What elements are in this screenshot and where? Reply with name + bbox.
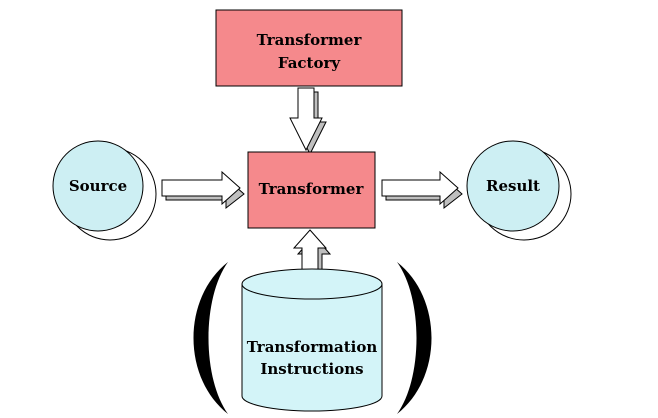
instructions-label-line1: Transformation — [247, 338, 378, 356]
transformer-label: Transformer — [259, 180, 365, 198]
source-label: Source — [69, 177, 127, 195]
result-node: Result — [466, 140, 572, 241]
factory-label-line2: Factory — [278, 54, 342, 72]
right-parenthesis — [397, 262, 432, 414]
factory-box — [215, 9, 403, 87]
result-label: Result — [486, 177, 540, 195]
transformer-node: Transformer — [247, 151, 376, 229]
transformer-box — [247, 151, 376, 229]
left-parenthesis — [193, 262, 228, 414]
arrow-source-to-transformer — [161, 170, 245, 210]
factory-node: Transformer Factory — [215, 9, 403, 87]
result-circle — [466, 140, 560, 232]
instructions-label-line2: Instructions — [260, 360, 363, 378]
factory-label-line1: Transformer — [257, 31, 363, 49]
source-node: Source — [52, 140, 157, 241]
instructions-cylinder-body — [241, 283, 383, 412]
arrow-factory-to-transformer — [289, 87, 327, 156]
instructions-node: Transformation Instructions — [241, 268, 383, 412]
source-circle — [52, 140, 144, 232]
arrow-transformer-to-result — [381, 170, 463, 210]
instructions-cylinder-top — [241, 268, 383, 300]
